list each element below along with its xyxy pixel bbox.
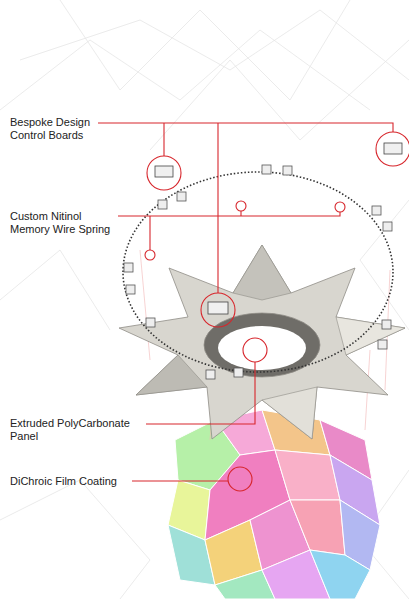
part-label: Bespoke Design Control Boards	[10, 116, 94, 142]
leader-lines	[98, 123, 409, 491]
part-label: Custom Nitinol Memory Wire Spring	[10, 210, 116, 236]
control-boards	[155, 143, 402, 314]
dichroic-film	[168, 410, 380, 599]
nitinol-spring	[123, 165, 393, 379]
part-label: DiChroic Film Coating	[10, 475, 150, 488]
part-label: Extruded PolyCarbonate Panel	[10, 417, 144, 443]
